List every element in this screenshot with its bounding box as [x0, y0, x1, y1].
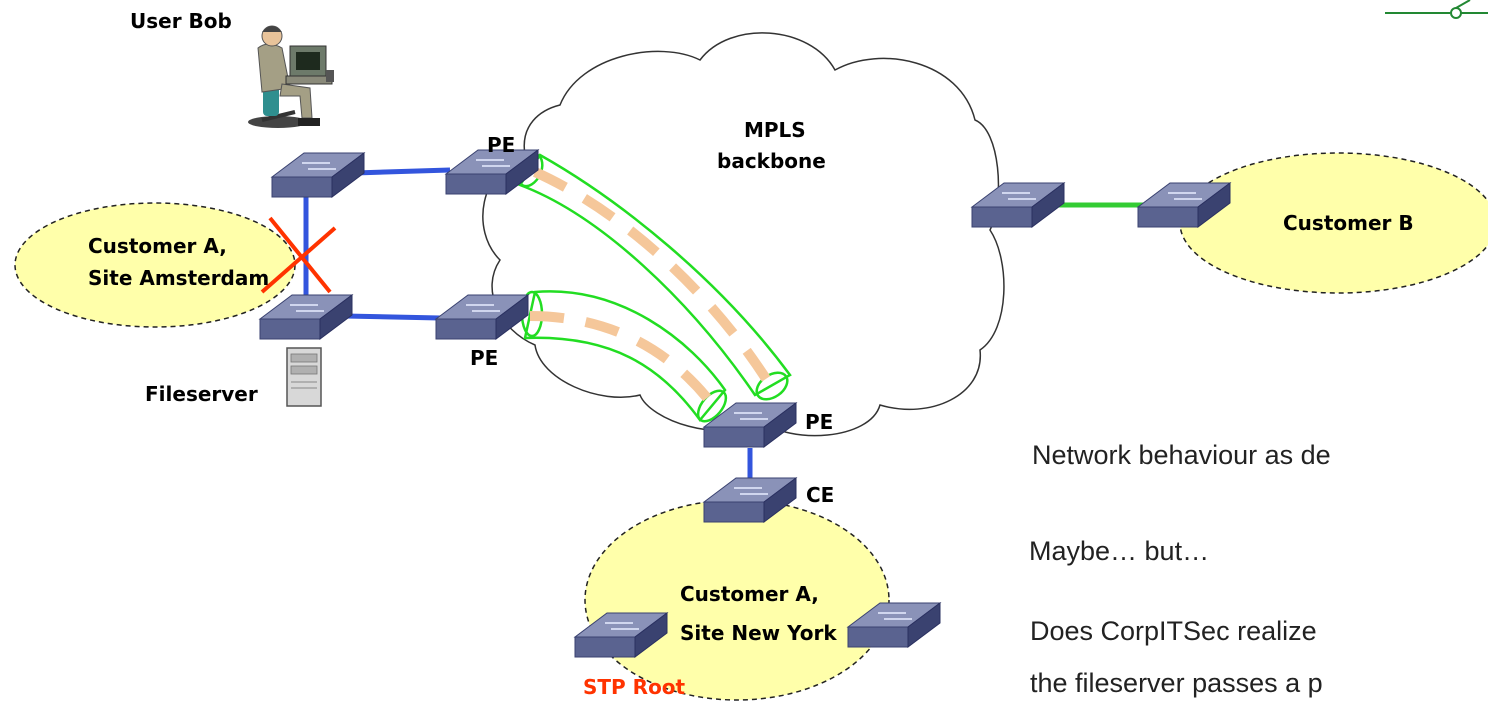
label-mpls-line1: MPLS — [744, 118, 806, 142]
label-user-bob: User Bob — [130, 9, 232, 33]
label-mpls-line2: backbone — [717, 149, 826, 173]
mpls-cloud — [482, 32, 1005, 437]
fileserver-icon — [286, 347, 322, 407]
blocked-link-cross-icon — [260, 216, 337, 294]
site-newyork-area — [584, 499, 890, 701]
switch-amsterdam-bottom — [259, 294, 353, 340]
label-site-amsterdam-line2: Site Amsterdam — [88, 266, 269, 290]
link-bottom-amsterdam-pe — [344, 313, 441, 321]
link-top-amsterdam-pe — [354, 167, 451, 176]
label-site-newyork-line2: Site New York — [680, 621, 837, 645]
text-line-2: Maybe… but… — [1029, 536, 1209, 566]
user-at-workstation-icon — [248, 25, 334, 128]
label-pe-bottom: PE — [805, 410, 833, 434]
label-site-amsterdam-line1: Customer A, — [88, 234, 227, 258]
label-pe-top: PE — [487, 133, 515, 157]
switch-amsterdam-top — [271, 152, 365, 198]
label-ce: CE — [806, 483, 834, 507]
site-amsterdam-area — [14, 202, 296, 328]
text-line-1: Network behaviour as de — [1032, 440, 1331, 470]
label-stp-root: STP Root — [583, 675, 686, 699]
text-line-4: the fileserver passes a p — [1030, 668, 1323, 698]
label-fileserver: Fileserver — [145, 382, 258, 406]
label-site-newyork-line1: Customer A, — [680, 582, 819, 606]
label-pe-left: PE — [470, 346, 498, 370]
label-customer-b: Customer B — [1283, 211, 1414, 235]
text-line-3: Does CorpITSec realize — [1030, 616, 1317, 646]
logo-fragment-icon — [1385, 0, 1488, 19]
